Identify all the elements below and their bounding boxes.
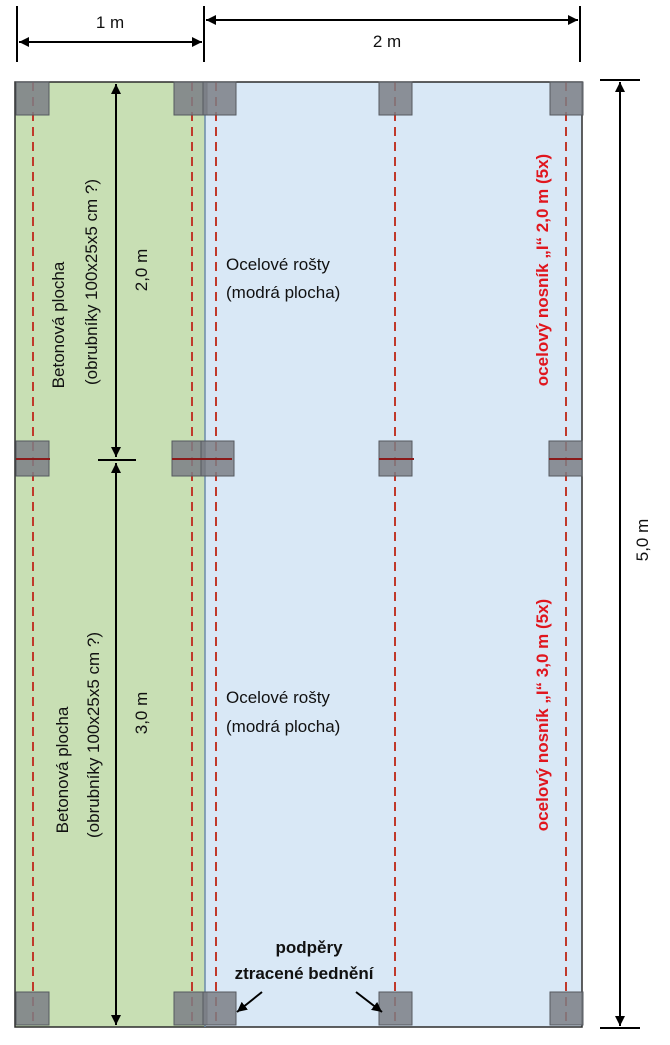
- support-block: [549, 81, 584, 116]
- support-block: [15, 991, 50, 1026]
- dimension-label-1m: 1 m: [96, 13, 124, 32]
- supports-arrows: [236, 991, 383, 1013]
- dimension-label-lower: 3,0 m: [132, 692, 151, 735]
- support-block: [173, 991, 208, 1026]
- grating-label-upper-2: (modrá plocha): [226, 283, 340, 302]
- concrete-label-lower-2: (obrubníky 100x25x5 cm ?): [84, 632, 103, 838]
- supports-label-1: podpěry: [275, 938, 343, 957]
- concrete-label-lower-1: Betonová plocha: [53, 706, 72, 833]
- support-block: [378, 81, 413, 116]
- support-block: [202, 81, 237, 116]
- site-outline: [14, 81, 583, 1028]
- supports-label-2: ztracené bednění: [235, 964, 375, 983]
- support-block: [549, 991, 584, 1026]
- beam-label-upper: ocelový nosník „I“ 2,0 m (5x): [533, 154, 552, 386]
- dimension-right: [600, 79, 640, 1029]
- support-block: [173, 81, 208, 116]
- support-block: [378, 991, 413, 1026]
- support-block: [202, 991, 237, 1026]
- dimension-label-total: 5,0 m: [633, 519, 652, 562]
- beam-lines: [32, 82, 567, 1027]
- grating-label-lower-2: (modrá plocha): [226, 717, 340, 736]
- grating-label-upper-1: Ocelové rošty: [226, 255, 330, 274]
- dimension-top: [16, 6, 581, 62]
- steel-grating-area: [205, 82, 582, 1027]
- concrete-area: [15, 82, 205, 1027]
- beam-label-lower: ocelový nosník „I“ 3,0 m (5x): [533, 599, 552, 831]
- support-block: [15, 81, 50, 116]
- concrete-label-upper-2: (obrubníky 100x25x5 cm ?): [82, 179, 101, 385]
- dimension-inner: [98, 84, 136, 1025]
- dimension-label-upper: 2,0 m: [132, 249, 151, 292]
- dimension-label-2m: 2 m: [373, 32, 401, 51]
- concrete-label-upper-1: Betonová plocha: [49, 261, 68, 388]
- grating-label-lower-1: Ocelové rošty: [226, 688, 330, 707]
